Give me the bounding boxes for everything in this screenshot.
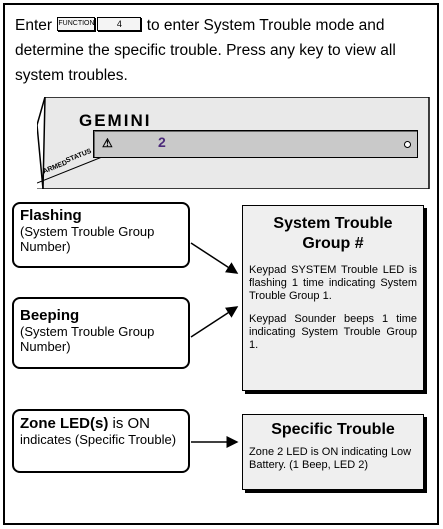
warning-icon: ⚠ [102, 136, 113, 150]
flashing-arrow [190, 242, 239, 274]
specific-panel-heading: Specific Trouble [271, 421, 395, 438]
flashing-sub: (System Trouble Group Number) [20, 224, 155, 254]
intro-after: to enter System Trouble mode and determi… [15, 17, 396, 84]
beeping-title: Beeping [20, 307, 80, 324]
intro-before: Enter [15, 17, 53, 34]
display-value: 2 [158, 134, 166, 150]
group-panel-text2: Keypad Sounder beeps 1 time indicating S… [249, 313, 417, 351]
zone-title-bold: Zone LED(s) [20, 415, 109, 432]
beeping-box: Beeping (System Trouble Group Number) [12, 297, 190, 369]
flashing-title: Flashing [20, 207, 82, 224]
group-panel-heading: System Trouble Group # [273, 215, 393, 252]
specific-panel: Specific Trouble Zone 2 LED is ON indica… [242, 414, 424, 490]
beeping-arrow [190, 306, 239, 338]
zone-title: Zone LED(s) is ON [20, 415, 182, 432]
keypad-display: ⚠ 2 [93, 130, 418, 158]
connector-arrows [190, 242, 239, 448]
group-panel: System Trouble Group # Keypad SYSTEM Tro… [242, 205, 424, 391]
specific-panel-text: Zone 2 LED is ON indicating Low Battery.… [249, 446, 412, 471]
zone-sub: indicates (Specific Trouble) [20, 432, 177, 447]
keypad-illustration: GEMINI ⚠ 2 ARMED STATUS [37, 97, 433, 189]
flashing-box: Flashing (System Trouble Group Number) [12, 202, 190, 268]
zone-title-rest: is ON [108, 415, 151, 432]
indicator-dot-icon [404, 141, 411, 148]
keypad-brand: GEMINI [79, 111, 152, 130]
group-panel-text1: Keypad SYSTEM Trouble LED is flashing 1 … [249, 264, 417, 302]
beeping-sub: (System Trouble Group Number) [20, 324, 155, 354]
zone-box: Zone LED(s) is ON indicates (Specific Tr… [12, 409, 190, 473]
four-key: 4 [97, 16, 142, 31]
function-key: FUNCTION [57, 16, 96, 31]
